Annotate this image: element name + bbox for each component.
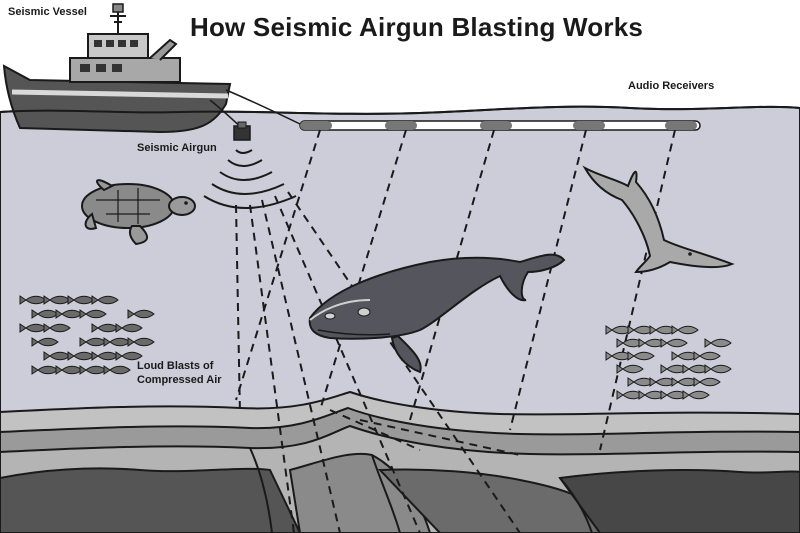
fish <box>704 338 732 348</box>
fish-school-right <box>605 325 732 400</box>
fish <box>103 365 131 375</box>
ship-crane <box>149 38 178 61</box>
fish <box>693 377 721 387</box>
seabed-dark-rock-left <box>0 467 302 533</box>
whale <box>308 253 566 374</box>
seabed-fault-line <box>249 447 593 533</box>
audio-receiver-streamer <box>299 120 701 131</box>
seismic-airgun-label: Seismic Airgun <box>137 142 217 154</box>
ship-hull-stripe <box>11 89 229 99</box>
fish <box>127 337 155 347</box>
fish <box>627 351 655 361</box>
ship-mast-top <box>112 3 124 13</box>
ship-windows <box>80 40 138 72</box>
fish <box>115 351 143 361</box>
fish <box>43 323 71 333</box>
seismic-vessel-label: Seismic Vessel <box>8 6 87 18</box>
fish <box>91 295 119 305</box>
fish <box>704 364 732 374</box>
seismic-ray-paths <box>235 129 676 533</box>
seabed <box>0 390 800 533</box>
fish <box>671 325 699 335</box>
sea-turtle <box>81 179 196 246</box>
ship-hull <box>2 64 232 134</box>
ship-cable <box>225 89 301 125</box>
seabed-dark-rock-right <box>558 469 800 533</box>
fish <box>660 338 688 348</box>
page-title: How Seismic Airgun Blasting Works <box>190 12 644 42</box>
seismic-airgun-device <box>233 121 251 141</box>
fish <box>682 390 710 400</box>
sound-waves <box>203 149 297 209</box>
fish <box>31 337 59 347</box>
fish <box>115 323 143 333</box>
audio-receivers-label: Audio Receivers <box>628 80 715 92</box>
fish <box>79 309 107 319</box>
sea-surface-line <box>0 105 800 115</box>
fish <box>616 364 644 374</box>
seismic-vessel <box>2 3 301 134</box>
fish <box>693 351 721 361</box>
fish <box>127 309 155 319</box>
loud-blasts-label-line2: Compressed Air <box>137 374 222 386</box>
loud-blasts-label-line1: Loud Blasts of <box>137 360 214 372</box>
loud-blasts-label: Loud Blasts of Compressed Air <box>137 359 222 387</box>
fish-school-left <box>19 295 155 375</box>
dolphin <box>582 165 735 274</box>
